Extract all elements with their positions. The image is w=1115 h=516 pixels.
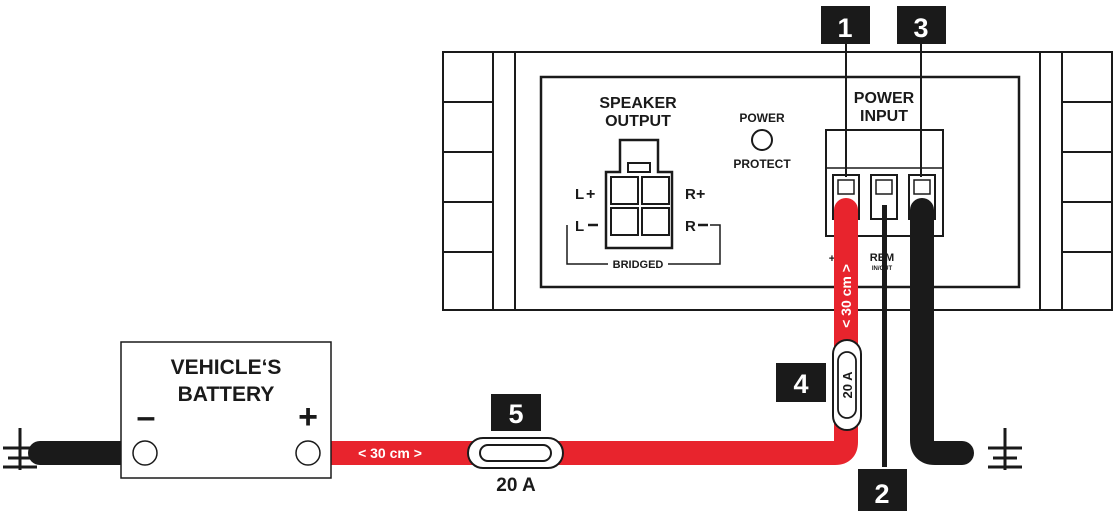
battery-minus-terminal [132, 440, 158, 466]
amplifier-body [514, 51, 1041, 311]
svg-text:5: 5 [508, 399, 523, 429]
callout-3: 3 [897, 6, 946, 177]
callout-2: 2 [858, 469, 907, 511]
svg-text:4: 4 [793, 369, 808, 399]
svg-text:2: 2 [874, 479, 889, 509]
vehicle-battery: VEHICLE‘S BATTERY – + [120, 341, 332, 479]
battery-minus-label: – [137, 398, 156, 436]
speaker-pin-l-minus [610, 207, 639, 236]
amp-fuse: 20 A [832, 339, 862, 431]
power-led-label: POWER [739, 111, 785, 125]
led-icon [751, 129, 773, 151]
ground-icon-right [988, 428, 1022, 470]
battery-label-1: VEHICLE‘S [171, 356, 282, 379]
speaker-pin-r-minus [641, 207, 670, 236]
svg-text:+: + [586, 186, 595, 203]
power-input-label-2: INPUT [860, 108, 908, 125]
callout-4: 4 [776, 363, 826, 402]
amplifier [442, 51, 1113, 311]
positive-cable [308, 210, 858, 465]
amp-ground-cable [910, 198, 974, 465]
power-input-label-1: POWER [854, 90, 915, 107]
horizontal-length-label: < 30 cm > [358, 445, 422, 461]
label-r-plus: R [685, 186, 696, 203]
label-l-minus: L [575, 218, 584, 235]
svg-text:+: + [696, 186, 705, 203]
main-fuse: 20 A [467, 437, 564, 496]
battery-plus-terminal [295, 440, 321, 466]
bridged-label: BRIDGED [613, 259, 664, 271]
speaker-output-label-2: OUTPUT [605, 113, 671, 130]
ground-icon-left [3, 428, 37, 470]
callout-1: 1 [821, 6, 870, 177]
speaker-output-label-1: SPEAKER [599, 95, 677, 112]
svg-text:1: 1 [837, 13, 852, 43]
protect-led-label: PROTECT [733, 157, 791, 171]
amp-fuse-rating: 20 A [840, 371, 855, 399]
speaker-pin-l-plus [610, 176, 639, 205]
label-r-minus: R [685, 218, 696, 235]
battery-plus-label: + [298, 398, 318, 436]
vertical-length-label: < 30 cm > [838, 264, 854, 328]
battery-label-2: BATTERY [178, 383, 275, 406]
power-protect-led: POWER PROTECT [733, 111, 791, 171]
main-fuse-rating: 20 A [496, 475, 536, 496]
callout-5: 5 [491, 394, 541, 431]
terminal-plus-label: + [829, 253, 835, 265]
speaker-pin-r-plus [641, 176, 670, 205]
svg-text:3: 3 [913, 13, 928, 43]
speaker-output: SPEAKER OUTPUT L + L R + R BRIDGED [566, 95, 721, 271]
remote-wire [882, 205, 887, 467]
amplifier-panel [539, 75, 1021, 289]
label-l-plus: L [575, 186, 584, 203]
